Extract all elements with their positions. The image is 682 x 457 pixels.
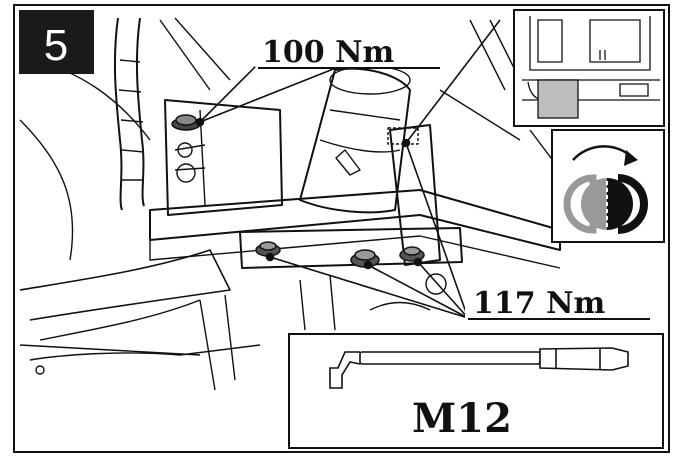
vehicle-rear-location-icon [513,9,665,127]
rotate-clockwise-icon [551,129,665,243]
bolt-lower-left [255,241,281,257]
step-badge: 5 [19,10,94,74]
leader-lines [195,19,501,319]
torque-label-bottom: 117 Nm [465,285,650,321]
torque-label-top: 100 Nm [255,35,440,70]
tool-panel: M12 [288,333,664,449]
torque-bottom-text: 117 Nm [473,286,605,321]
bolt-top [171,114,201,131]
torque-top-text: 100 Nm [262,35,394,70]
tool-size-label: M12 [412,395,512,442]
step-number: 5 [44,21,68,70]
torque-wrench-icon [329,347,629,389]
